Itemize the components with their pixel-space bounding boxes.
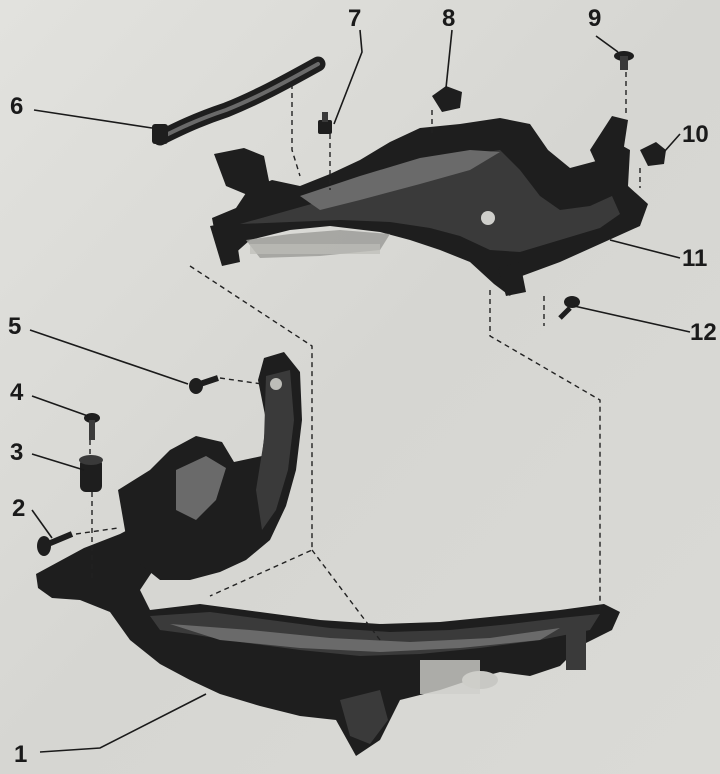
subframe-crossmember (36, 518, 620, 756)
callout-2: 2 (12, 495, 25, 522)
callout-10: 10 (682, 121, 709, 148)
callout-4: 4 (10, 379, 24, 406)
callout-6: 6 (10, 93, 23, 120)
callout-leaders (29, 29, 691, 753)
screw-9 (614, 51, 634, 70)
callout-labels: 1 2 3 4 5 6 7 8 9 10 11 12 (8, 5, 717, 768)
hose-part (152, 56, 326, 146)
bolt-2 (37, 531, 74, 556)
clip-8 (432, 86, 462, 112)
callout-1: 1 (14, 741, 27, 768)
undertray-plate (210, 116, 648, 296)
callout-12: 12 (690, 319, 717, 346)
bushing-3 (79, 455, 103, 492)
fastener-7 (318, 112, 332, 134)
callout-8: 8 (442, 5, 455, 32)
bolt-5 (189, 375, 219, 394)
assembly-dashed-lines (75, 72, 641, 641)
callout-9: 9 (588, 5, 601, 32)
clip-10 (640, 142, 666, 166)
callout-7: 7 (348, 5, 361, 32)
subframe-upright-bracket (118, 352, 302, 580)
callout-5: 5 (8, 313, 21, 340)
callout-11: 11 (682, 245, 707, 272)
bolt-12 (558, 296, 580, 320)
callout-3: 3 (10, 439, 23, 466)
